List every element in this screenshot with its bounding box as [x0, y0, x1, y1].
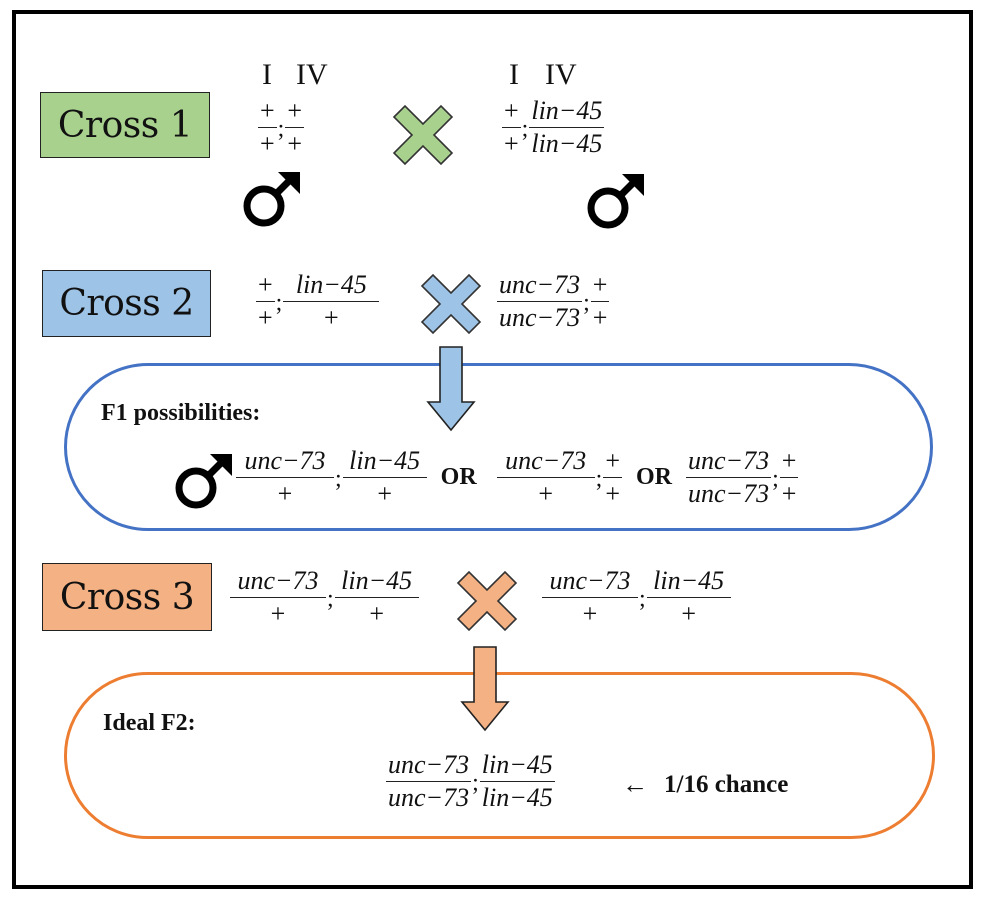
male-symbol-icon: [587, 174, 644, 229]
f1-option-3-chr-iv: + +: [779, 446, 799, 509]
separator: ;: [275, 290, 283, 317]
f2-probability-note: 1/16 chance: [664, 771, 789, 798]
separator: ;: [472, 770, 479, 797]
f2-title: Ideal F2:: [103, 710, 196, 736]
chromosome-label-iv: IV: [545, 58, 577, 91]
genotype-chr-iv: + +: [590, 270, 610, 333]
cross-1-left-genotype: + + ; + +: [258, 96, 305, 159]
chromosome-label-i: I: [262, 58, 272, 91]
down-arrow-icon: [460, 646, 510, 732]
male-symbol-icon: [175, 454, 232, 509]
f1-possibilities-panel: [64, 363, 933, 531]
genotype-chr-i: + +: [502, 96, 521, 159]
cross-2-right-genotype: unc−73 unc−73 ; + +: [497, 270, 610, 333]
genotype-chr-iv: lin−45 +: [334, 566, 419, 629]
cross-3-label: Cross 3: [42, 563, 212, 631]
chromosome-label-iv: IV: [296, 58, 328, 91]
genotype-chr-iv: lin−45 +: [283, 270, 380, 333]
f1-options-row: unc−73 + ; lin−45 + OR unc−73 + ; + + OR…: [236, 446, 799, 509]
cross-3-right-genotype: unc−73 + ; lin−45 +: [542, 566, 731, 629]
cross-x-icon: [392, 104, 454, 166]
separator: ;: [521, 116, 529, 143]
ideal-f2-panel: [64, 672, 935, 839]
cross-2-left-genotype: + + ; lin−45 +: [256, 270, 380, 333]
genotype-chr-i: + +: [256, 270, 275, 333]
cross-2-label: Cross 2: [42, 270, 211, 337]
cross-1-right-genotype: + + ; lin−45 lin−45: [502, 96, 605, 159]
separator: ;: [595, 466, 603, 493]
diagram-frame: [12, 10, 973, 889]
separator: ;: [327, 586, 334, 613]
f1-title: F1 possibilities:: [101, 400, 261, 426]
or-label: OR: [636, 464, 673, 491]
or-label: OR: [440, 464, 477, 491]
cross-x-icon: [420, 273, 482, 335]
separator: ;: [772, 466, 779, 493]
genotype-chr-i: unc−73 +: [230, 566, 326, 629]
f1-option-2-chr-iv: + +: [603, 446, 623, 509]
separator: ;: [639, 586, 646, 613]
genotype-chr-iv: + +: [285, 96, 305, 159]
male-symbol-icon: [243, 172, 300, 227]
separator: ;: [583, 290, 590, 317]
chromosome-label-i: I: [509, 58, 519, 91]
cross-1-label: Cross 1: [40, 92, 210, 158]
f1-option-2-chr-i: unc−73 +: [496, 446, 595, 509]
cross-3-left-genotype: unc−73 + ; lin−45 +: [230, 566, 419, 629]
separator: ;: [277, 116, 285, 143]
f1-option-1-chr-i: unc−73 +: [236, 446, 334, 509]
left-arrow-icon: ←: [622, 770, 648, 799]
down-arrow-icon: [426, 346, 476, 432]
genotype-chr-i: unc−73 +: [542, 566, 638, 629]
f2-genotype: unc−73 unc−73 ; lin−45 lin−45: [386, 750, 555, 813]
separator: ;: [335, 466, 342, 493]
f2-chr-i: unc−73 unc−73: [386, 750, 472, 813]
genotype-chr-iv: lin−45 lin−45: [529, 96, 605, 159]
f2-chr-iv: lin−45 lin−45: [479, 750, 555, 813]
genotype-chr-i: + +: [258, 96, 277, 159]
f1-option-1-chr-iv: lin−45 +: [342, 446, 427, 509]
genotype-chr-iv: lin−45 +: [646, 566, 731, 629]
genotype-chr-i: unc−73 unc−73: [497, 270, 583, 333]
cross-x-icon: [456, 570, 518, 632]
f1-option-3-chr-i: unc−73 unc−73: [686, 446, 772, 509]
